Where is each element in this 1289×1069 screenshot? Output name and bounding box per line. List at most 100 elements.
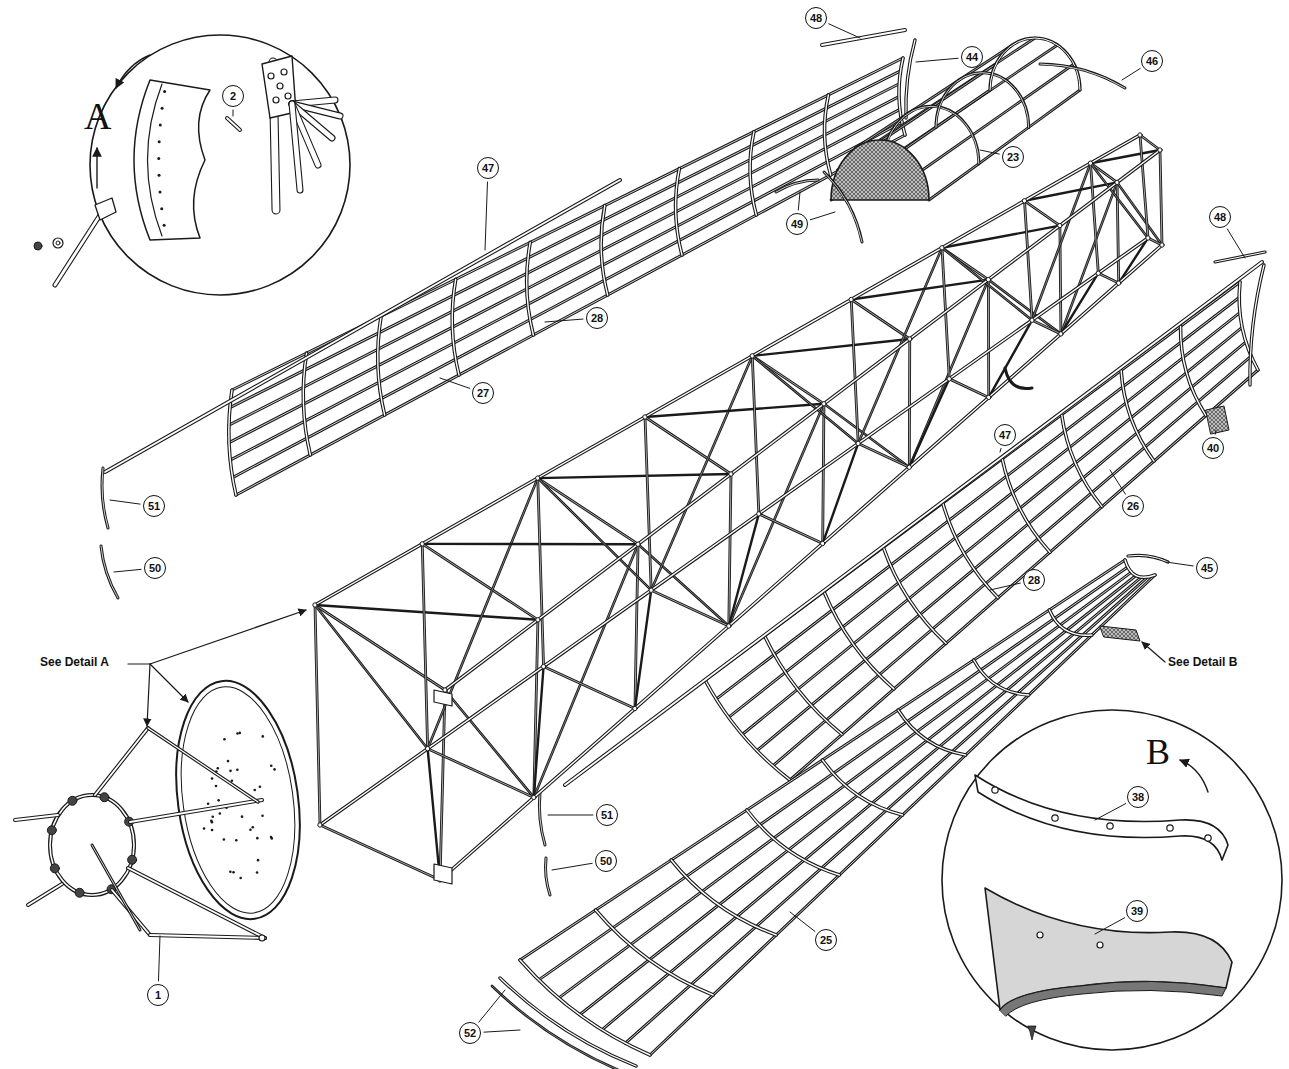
former-tube bbox=[750, 132, 756, 215]
rivet-hole bbox=[261, 735, 264, 738]
truss-tube bbox=[1140, 135, 1160, 150]
mount-bushing bbox=[50, 864, 59, 873]
mount-tube bbox=[150, 935, 265, 938]
truss-tube bbox=[1160, 150, 1162, 245]
detail-a bbox=[34, 35, 350, 295]
leader-line bbox=[1095, 918, 1125, 934]
truss-fitting bbox=[986, 277, 990, 281]
truss-tube bbox=[645, 417, 651, 590]
mount-lug bbox=[259, 935, 265, 941]
bolt-hole bbox=[268, 73, 274, 79]
truss-tube bbox=[909, 339, 910, 467]
plate-lip bbox=[1000, 981, 1226, 1016]
former-tube bbox=[452, 279, 459, 375]
stringer-tube bbox=[232, 58, 903, 390]
former-piece bbox=[776, 180, 818, 192]
rivet-hole bbox=[227, 760, 230, 763]
deck-stringer bbox=[831, 90, 990, 200]
mount-tube bbox=[148, 728, 258, 802]
former-tube bbox=[705, 680, 790, 780]
truss-tube bbox=[320, 825, 440, 880]
rivet-hole bbox=[157, 157, 160, 160]
mount-tube bbox=[15, 815, 58, 820]
truss-diagonal bbox=[428, 749, 440, 880]
former-tube bbox=[1121, 370, 1154, 461]
leader-line bbox=[1095, 804, 1126, 820]
mount-bushing bbox=[47, 826, 56, 835]
former-tube bbox=[1239, 282, 1258, 370]
truss-tube bbox=[752, 356, 824, 404]
former-piece bbox=[776, 180, 818, 192]
mount-tube bbox=[150, 935, 265, 938]
former-piece bbox=[1128, 555, 1168, 562]
former-piece bbox=[539, 792, 545, 845]
bolt-hole bbox=[281, 69, 287, 75]
detail-note: See Detail A bbox=[40, 656, 109, 669]
truss-tube bbox=[645, 417, 731, 474]
mount-bushing bbox=[100, 793, 109, 802]
truss-tube bbox=[759, 514, 823, 544]
former-tube bbox=[883, 547, 946, 643]
longeron bbox=[320, 238, 1148, 825]
truss-tube bbox=[1025, 201, 1033, 320]
callout-number: 51 bbox=[601, 810, 613, 821]
rivet-hole bbox=[203, 827, 206, 830]
former-tube bbox=[823, 760, 903, 815]
truss-tube bbox=[752, 356, 824, 404]
pointer-arrow bbox=[1142, 642, 1165, 662]
longeron-rail bbox=[565, 262, 1262, 785]
former-tube bbox=[378, 316, 385, 415]
bolt-hole bbox=[1097, 942, 1103, 948]
side-panel-left bbox=[229, 58, 905, 495]
stringer-tube bbox=[742, 327, 1242, 734]
rivet-hole bbox=[211, 777, 214, 780]
rivet-hole bbox=[158, 140, 161, 143]
callout-bubble: 44 bbox=[961, 46, 983, 68]
former-tube bbox=[378, 316, 385, 415]
truss-diagonal bbox=[315, 605, 428, 749]
truss-tube bbox=[544, 667, 635, 709]
brace-tube bbox=[292, 104, 300, 190]
callout-number: 45 bbox=[1201, 563, 1213, 574]
truss-diagonal bbox=[534, 667, 544, 798]
stringer-tube bbox=[233, 122, 902, 477]
truss-tube bbox=[315, 605, 320, 825]
pointer-arrow bbox=[150, 610, 306, 664]
callout-bubble: 25 bbox=[815, 929, 837, 951]
clip-part bbox=[1100, 626, 1140, 641]
former-tube bbox=[1062, 415, 1102, 507]
bracket-38 bbox=[975, 775, 1228, 860]
rail-piece bbox=[492, 986, 628, 1069]
truss-fitting bbox=[987, 395, 991, 399]
former-piece bbox=[539, 792, 545, 845]
truss-fitting bbox=[849, 297, 853, 301]
rivet-hole bbox=[161, 107, 164, 110]
former-tube bbox=[1049, 610, 1092, 635]
rivet-hole bbox=[163, 90, 166, 93]
truss-fitting bbox=[420, 542, 424, 546]
former-tube bbox=[229, 390, 236, 495]
mount-tube bbox=[92, 845, 140, 930]
detail-pointers bbox=[128, 610, 1165, 726]
leader-line bbox=[479, 990, 505, 1022]
callout-bubble: 48 bbox=[1209, 206, 1231, 228]
truss-fitting bbox=[856, 441, 860, 445]
truss-tube bbox=[949, 379, 988, 398]
former-tube bbox=[747, 810, 840, 875]
truss-fitting bbox=[1116, 281, 1120, 285]
pin bbox=[227, 118, 240, 130]
former-piece bbox=[906, 40, 915, 118]
rivet-hole bbox=[270, 837, 273, 840]
truss-fitting bbox=[729, 472, 733, 476]
former-tube bbox=[671, 860, 776, 935]
rail-piece bbox=[822, 30, 905, 45]
former-tube bbox=[747, 810, 840, 875]
callout-number: 2 bbox=[230, 91, 236, 102]
truss-fitting bbox=[820, 541, 824, 545]
truss-fitting bbox=[1022, 199, 1026, 203]
mount-bushing bbox=[75, 888, 84, 897]
truss-fitting bbox=[425, 746, 429, 750]
truss-fitting bbox=[1088, 161, 1092, 165]
truss-diagonal bbox=[1091, 163, 1149, 238]
rivet-hole bbox=[239, 732, 242, 735]
